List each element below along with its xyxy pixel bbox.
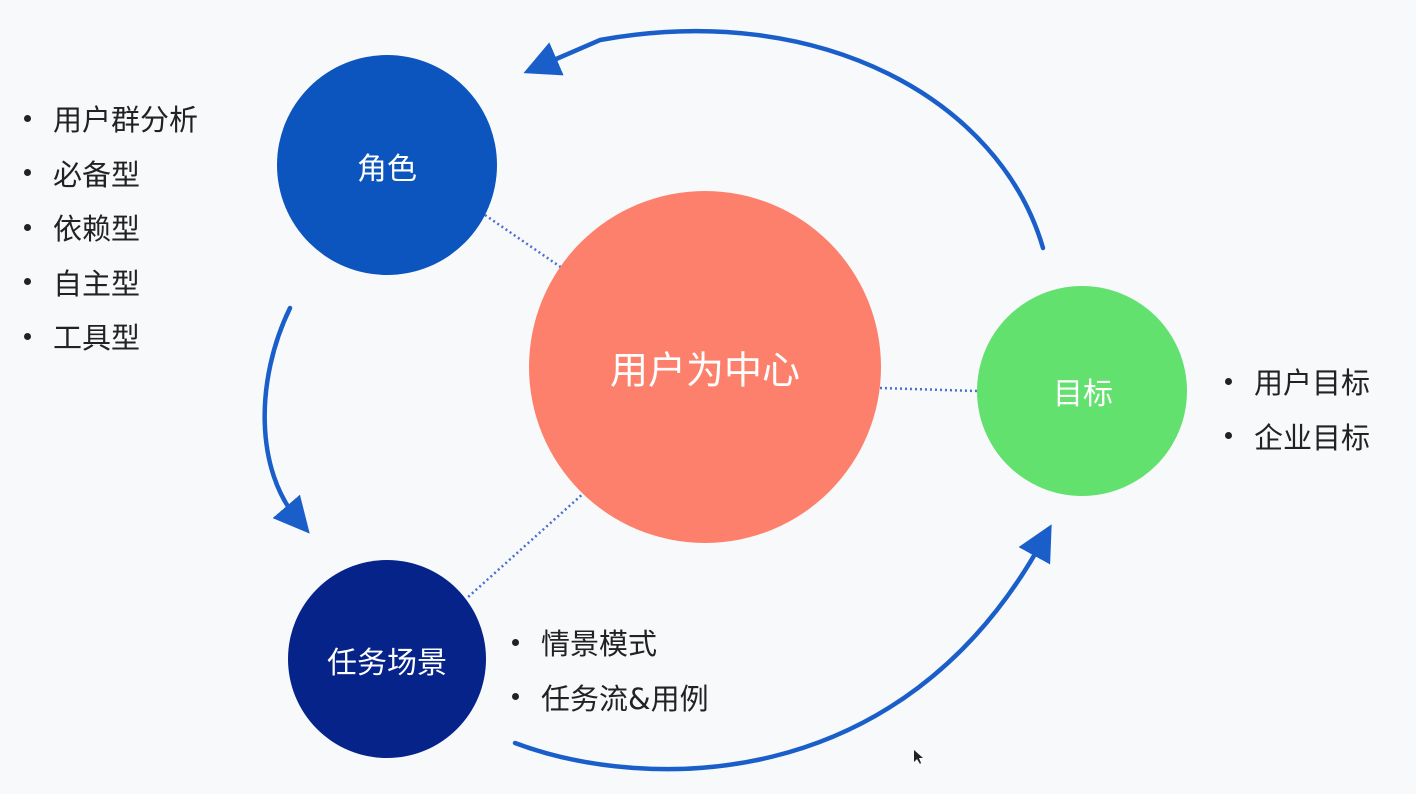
connector-role <box>484 213 563 270</box>
goal-circle <box>977 286 1187 496</box>
role-label: 角色 <box>357 152 417 187</box>
list-item: 工具型 <box>24 309 198 364</box>
list-item: 任务流&用例 <box>512 670 709 725</box>
scenario-label: 任务场景 <box>327 646 447 681</box>
center-label: 用户为中心 <box>609 348 801 393</box>
connector-scenario <box>466 491 586 599</box>
goal-list: 用户目标 企业目标 <box>1225 354 1370 463</box>
arrow-scenario-to-goal <box>512 524 1052 772</box>
bullet-icon <box>1225 432 1232 440</box>
scenario-circle <box>288 560 486 758</box>
list-item: 用户群分析 <box>24 91 198 146</box>
list-item: 用户目标 <box>1225 354 1370 409</box>
list-item: 必备型 <box>24 146 198 201</box>
scenario-list: 情景模式 任务流&用例 <box>512 615 709 724</box>
bullet-icon <box>512 693 519 701</box>
bullet-icon <box>24 114 31 122</box>
arrow-role-to-scenario <box>262 305 310 534</box>
list-item: 企业目标 <box>1225 409 1370 464</box>
list-item: 情景模式 <box>512 615 709 670</box>
bullet-icon <box>24 332 31 340</box>
goal-label: 目标 <box>1053 377 1113 412</box>
bullet-icon <box>24 278 31 286</box>
bullet-icon <box>24 169 31 177</box>
connector-goal <box>879 386 978 393</box>
arrow-goal-to-role <box>523 28 1046 251</box>
mouse-cursor-icon <box>914 750 923 764</box>
bullet-icon <box>1225 377 1232 385</box>
list-item: 依赖型 <box>24 200 198 255</box>
role-circle <box>277 55 497 275</box>
bullet-icon <box>512 638 519 646</box>
bullet-icon <box>24 223 31 231</box>
list-item: 自主型 <box>24 255 198 310</box>
center-circle <box>529 191 881 543</box>
role-list: 用户群分析 必备型 依赖型 自主型 工具型 <box>24 91 198 364</box>
